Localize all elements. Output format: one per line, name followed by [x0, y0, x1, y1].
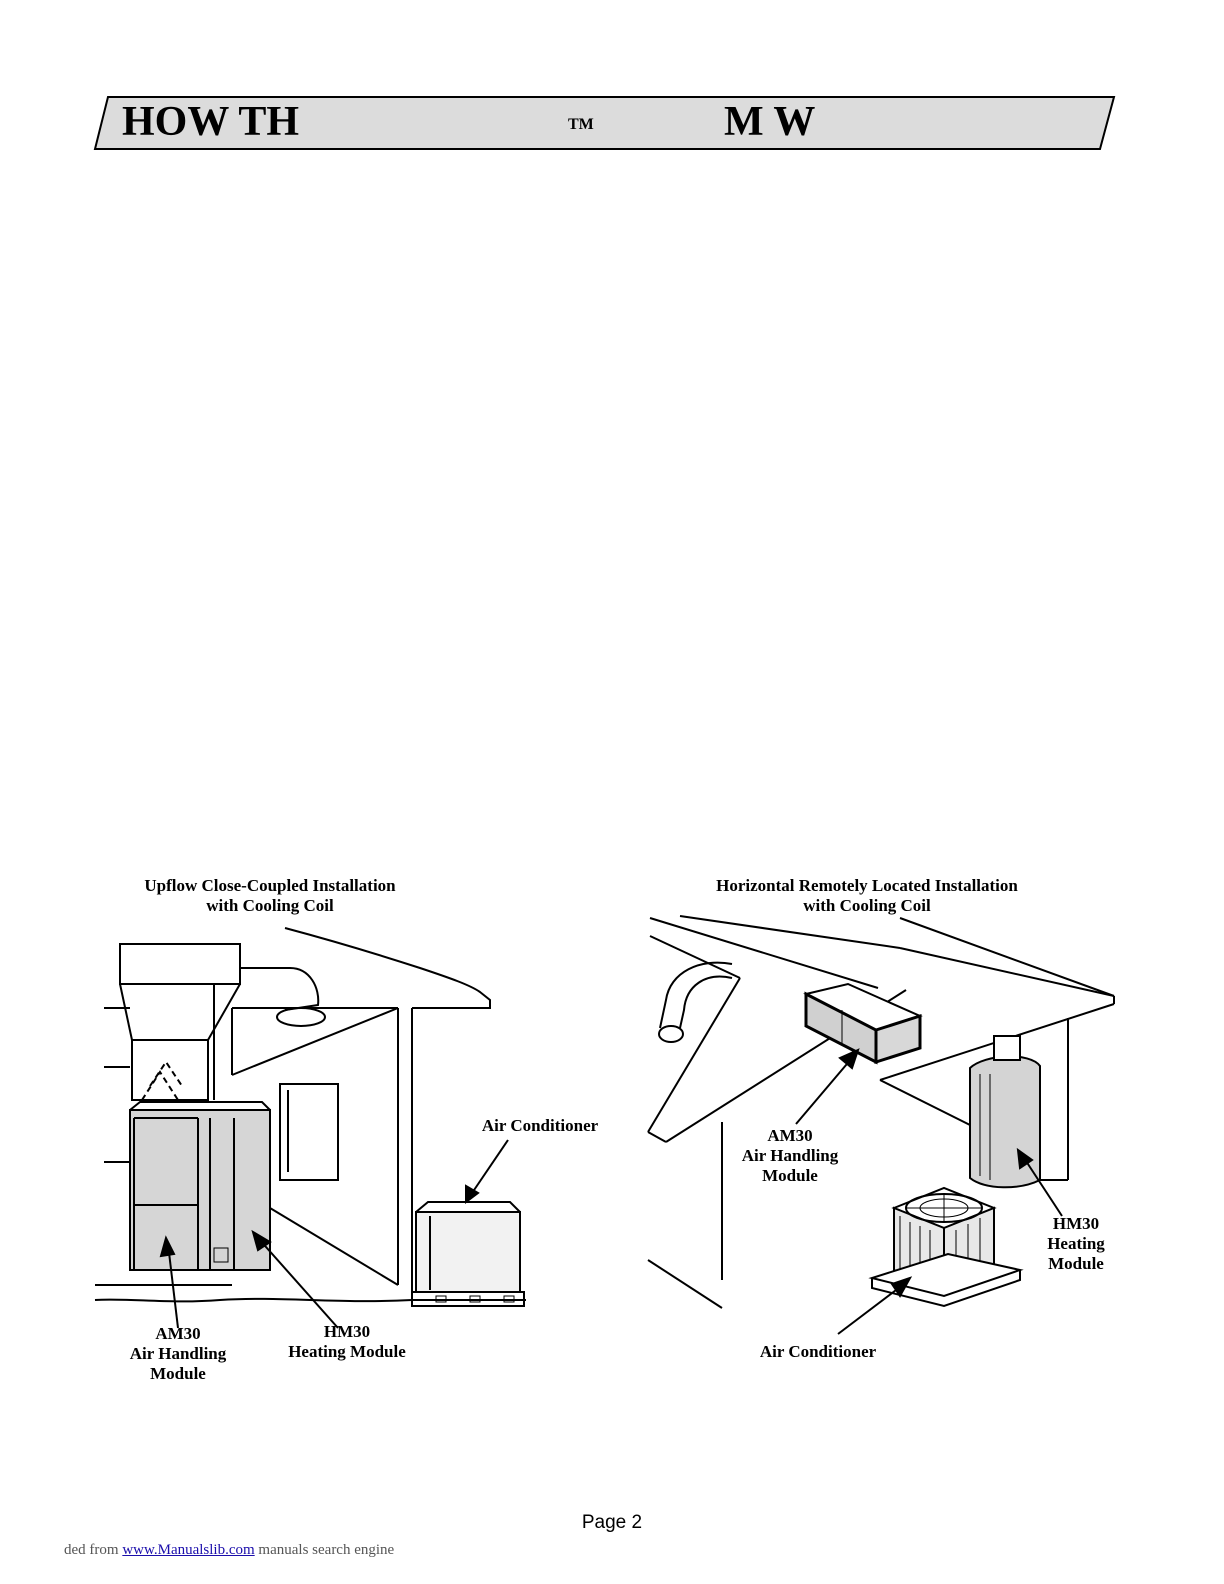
banner-shape: [93, 96, 1116, 150]
right-label-air-conditioner: Air Conditioner: [759, 1342, 877, 1361]
left-label-air-conditioner: Air Conditioner: [481, 1116, 599, 1135]
header-banner: HOW TH TM M W: [0, 0, 1224, 160]
left-label-hm30: HM30 Heating Module: [288, 1322, 406, 1361]
right-installation-drawing: [647, 915, 1115, 1335]
download-footer: ded from www.Manualslib.com manuals sear…: [64, 1542, 394, 1559]
header-title-part2: M W: [724, 99, 816, 145]
header-trademark: TM: [568, 116, 594, 133]
header-title-part1: HOW TH: [122, 99, 300, 145]
manualslib-link[interactable]: www.Manualslib.com: [122, 1542, 255, 1558]
installation-illustrations: Upflow Close-Coupled Installation with C…: [0, 860, 1224, 1420]
installation-drawing: [94, 915, 1115, 1335]
left-installation-drawing: [94, 927, 526, 1329]
right-label-hm30: HM30 Heating Module: [1047, 1214, 1105, 1273]
left-figure-title: Upflow Close-Coupled Installation with C…: [144, 876, 396, 915]
footer-prefix: ded from: [64, 1542, 119, 1558]
left-label-am30: AM30 Air Handling Module: [129, 1324, 227, 1383]
footer-suffix: manuals search engine: [258, 1542, 395, 1558]
page-number: Page 2: [581, 1512, 643, 1533]
right-figure-title: Horizontal Remotely Located Installation…: [716, 876, 1018, 915]
right-label-am30: AM30 Air Handling Module: [741, 1126, 839, 1185]
